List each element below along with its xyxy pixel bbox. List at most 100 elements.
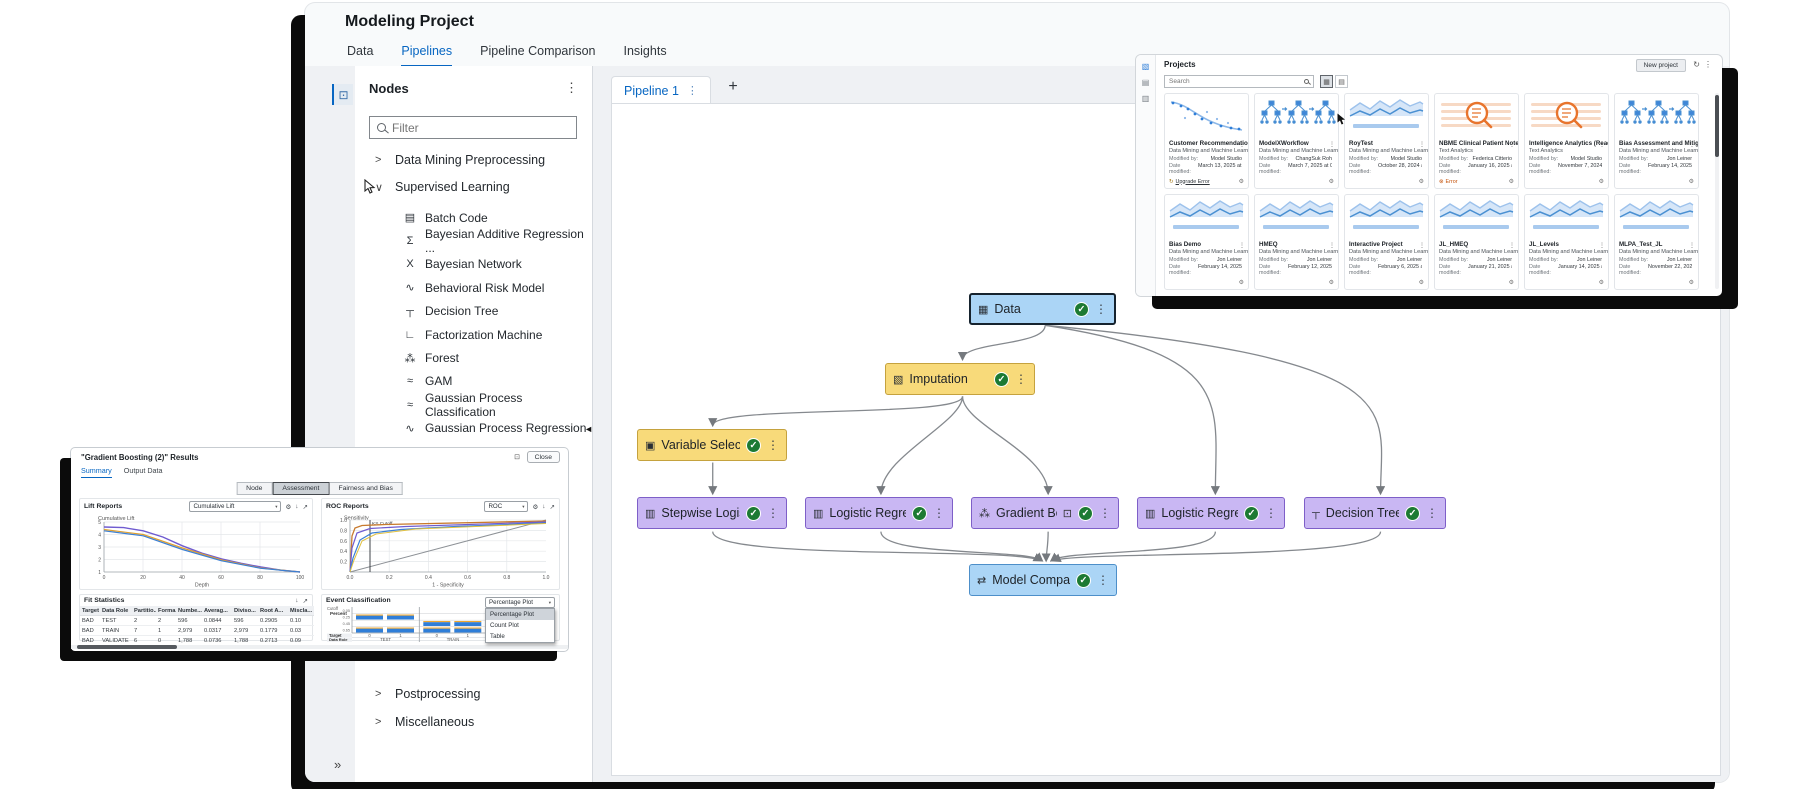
settings-icon[interactable]: ⚙ (532, 503, 539, 511)
close-button[interactable]: Close (526, 451, 560, 463)
segment-button[interactable]: Fairness and Bias (329, 482, 403, 495)
project-card[interactable]: JL_HMEQ ⋮ Data Mining and Machine Learni… (1434, 194, 1519, 290)
fit-column-header[interactable]: Data Role (100, 606, 132, 616)
panel-resize-handle[interactable]: ◄ (584, 424, 593, 434)
projects-rail-icon-3[interactable]: ▥ (1141, 94, 1150, 103)
list-view-toggle[interactable]: ▤ (1335, 75, 1348, 88)
nodes-rail-icon[interactable]: ⊡ (332, 84, 353, 105)
fit-column-header[interactable]: Target (80, 606, 100, 616)
main-tab[interactable]: Pipeline Comparison (480, 44, 595, 68)
event-plot-dropdown[interactable]: Percentage Plot▾ (485, 597, 555, 608)
group-data-mining-preprocessing[interactable]: > Data Mining Preprocessing (355, 150, 592, 170)
project-card[interactable]: Customer Recommendation E... ⋮ Data Mini… (1164, 93, 1249, 189)
results-scrollbar-track[interactable] (71, 645, 568, 649)
pin-window-icon[interactable]: ⊡ (514, 454, 520, 461)
projects-search-input[interactable] (1169, 78, 1289, 85)
card-settings-icon[interactable]: ⚙ (1328, 179, 1334, 185)
project-card[interactable]: Bias Demo ⋮ Data Mining and Machine Lear… (1164, 194, 1249, 290)
event-plot-menu-item[interactable]: Percentage Plot (486, 609, 554, 620)
main-tab[interactable]: Data (347, 44, 373, 68)
roc-dropdown[interactable]: ROC▾ (484, 501, 529, 512)
segment-button[interactable]: Assessment (272, 482, 330, 495)
node-menu-icon[interactable]: ⋮ (1265, 506, 1277, 520)
card-settings-icon[interactable]: ⚙ (1688, 280, 1694, 286)
pipeline-node-decision-tree[interactable]: ┬ Decision Tree ✓ ⋮ (1304, 497, 1446, 529)
project-card-menu-icon[interactable]: ⋮ (1689, 142, 1695, 148)
pipeline-node-variable-selection[interactable]: ▣ Variable Select... ✓ ⋮ (637, 429, 787, 461)
project-card[interactable]: Bias Assessment and Mitigation ⋮ Data Mi… (1614, 93, 1699, 189)
project-card-menu-icon[interactable]: ⋮ (1509, 142, 1515, 148)
card-settings-icon[interactable]: ⚙ (1418, 179, 1424, 185)
project-card-menu-icon[interactable]: ⋮ (1329, 142, 1335, 148)
node-menu-icon[interactable]: ⋮ (1426, 506, 1438, 520)
card-settings-icon[interactable]: ⚙ (1238, 179, 1244, 185)
pipeline-node-logistic-regression-1[interactable]: ▥ Logistic Regre... ✓ ⋮ (805, 497, 953, 529)
node-palette-item[interactable]: X Bayesian Network (355, 253, 592, 276)
node-menu-icon[interactable]: ⋮ (767, 506, 779, 520)
node-palette-item[interactable]: ┬ Decision Tree (355, 300, 592, 323)
node-menu-icon[interactable]: ⋮ (933, 506, 945, 520)
fit-column-header[interactable]: Partitio... (132, 606, 156, 616)
projects-scrollbar-thumb[interactable] (1715, 95, 1719, 157)
node-menu-icon[interactable]: ⋮ (1095, 302, 1107, 316)
project-card-menu-icon[interactable]: ⋮ (1599, 142, 1605, 148)
main-tab[interactable]: Insights (623, 44, 666, 68)
refresh-icon[interactable]: ↻ (1693, 60, 1700, 69)
expand-icon[interactable]: ↗ (302, 597, 308, 605)
pipeline-node-gradient-boosting[interactable]: ⁂ Gradient Bo... ⊡ ✓ ⋮ (971, 497, 1119, 529)
pipeline-node-model-comparison[interactable]: ⇄ Model Compa... ✓ ⋮ (969, 564, 1117, 596)
expand-icon[interactable]: ↗ (549, 503, 555, 511)
project-card[interactable]: JL_Levels ⋮ Data Mining and Machine Lear… (1524, 194, 1609, 290)
project-card[interactable]: NBME Clinical Patient Notes (R... ⋮ Text… (1434, 93, 1519, 189)
expand-icon[interactable]: ↗ (302, 503, 308, 511)
pipeline-node-stepwise-logistic[interactable]: ▥ Stepwise Logis... ✓ ⋮ (637, 497, 787, 529)
card-settings-icon[interactable]: ⚙ (1508, 280, 1514, 286)
pipeline-node-logistic-regression-2[interactable]: ▥ Logistic Regre... ✓ ⋮ (1137, 497, 1285, 529)
lift-dropdown[interactable]: Cumulative Lift▾ (189, 501, 282, 512)
project-status-badge[interactable]: ⊗ Error (1439, 179, 1458, 185)
nodes-panel-menu-icon[interactable]: ⋮ (565, 80, 578, 95)
card-settings-icon[interactable]: ⚙ (1328, 280, 1334, 286)
download-icon[interactable]: ↓ (295, 597, 299, 604)
project-card[interactable]: Interactive Project ⋮ Data Mining and Ma… (1344, 194, 1429, 290)
grid-view-toggle[interactable]: ▦ (1320, 75, 1333, 88)
download-icon[interactable]: ↓ (542, 503, 546, 510)
event-plot-menu-item[interactable]: Table (486, 631, 554, 642)
projects-scrollbar-track[interactable] (1715, 93, 1719, 289)
card-settings-icon[interactable]: ⚙ (1418, 280, 1424, 286)
project-card[interactable]: MLPA_Test_JL ⋮ Data Mining and Machine L… (1614, 194, 1699, 290)
group-supervised-learning[interactable]: ∨ Supervised Learning (355, 177, 592, 197)
card-settings-icon[interactable]: ⚙ (1508, 179, 1514, 185)
fit-column-header[interactable]: Numbe... (176, 606, 202, 616)
fit-column-header[interactable]: Forma... (156, 606, 176, 616)
node-palette-item[interactable]: Σ Bayesian Additive Regression ... (355, 227, 592, 255)
results-tab[interactable]: Summary (81, 466, 112, 478)
add-pipeline-button[interactable]: + (728, 78, 738, 95)
fit-column-header[interactable]: Root A... (258, 606, 288, 616)
projects-rail-icon-1[interactable]: ▧ (1141, 62, 1150, 71)
results-tab[interactable]: Output Data (124, 466, 163, 478)
node-palette-item[interactable]: ∿ Gaussian Process Regression (355, 417, 592, 440)
group-miscellaneous[interactable]: > Miscellaneous (355, 712, 592, 732)
project-status-badge[interactable]: ↻ Upgrade Error (1169, 179, 1210, 185)
node-palette-item[interactable]: ∿ Behavioral Risk Model (355, 276, 592, 299)
node-filter-input[interactable] (392, 120, 552, 135)
node-menu-icon[interactable]: ⋮ (767, 438, 779, 452)
project-card[interactable]: ModelXWorkflow ⋮ Data Mining and Machine… (1254, 93, 1339, 189)
card-settings-icon[interactable]: ⚙ (1598, 179, 1604, 185)
fit-column-header[interactable]: Miscla... (288, 606, 314, 616)
collapse-panel-icon[interactable]: » (334, 757, 342, 772)
projects-menu-icon[interactable]: ⋮ (1704, 60, 1712, 69)
project-card-menu-icon[interactable]: ⋮ (1419, 142, 1425, 148)
results-scrollbar-thumb[interactable] (77, 645, 177, 649)
project-card-menu-icon[interactable]: ⋮ (1689, 243, 1695, 249)
event-plot-menu-item[interactable]: Count Plot (486, 620, 554, 631)
new-project-button[interactable]: New project (1635, 59, 1686, 72)
node-palette-item[interactable]: ≈ GAM (355, 370, 592, 393)
project-card-menu-icon[interactable]: ⋮ (1329, 243, 1335, 249)
node-menu-icon[interactable]: ⋮ (1099, 506, 1111, 520)
node-palette-item[interactable]: ⁂ Forest (355, 346, 592, 369)
fit-column-header[interactable]: Diviso... (232, 606, 258, 616)
